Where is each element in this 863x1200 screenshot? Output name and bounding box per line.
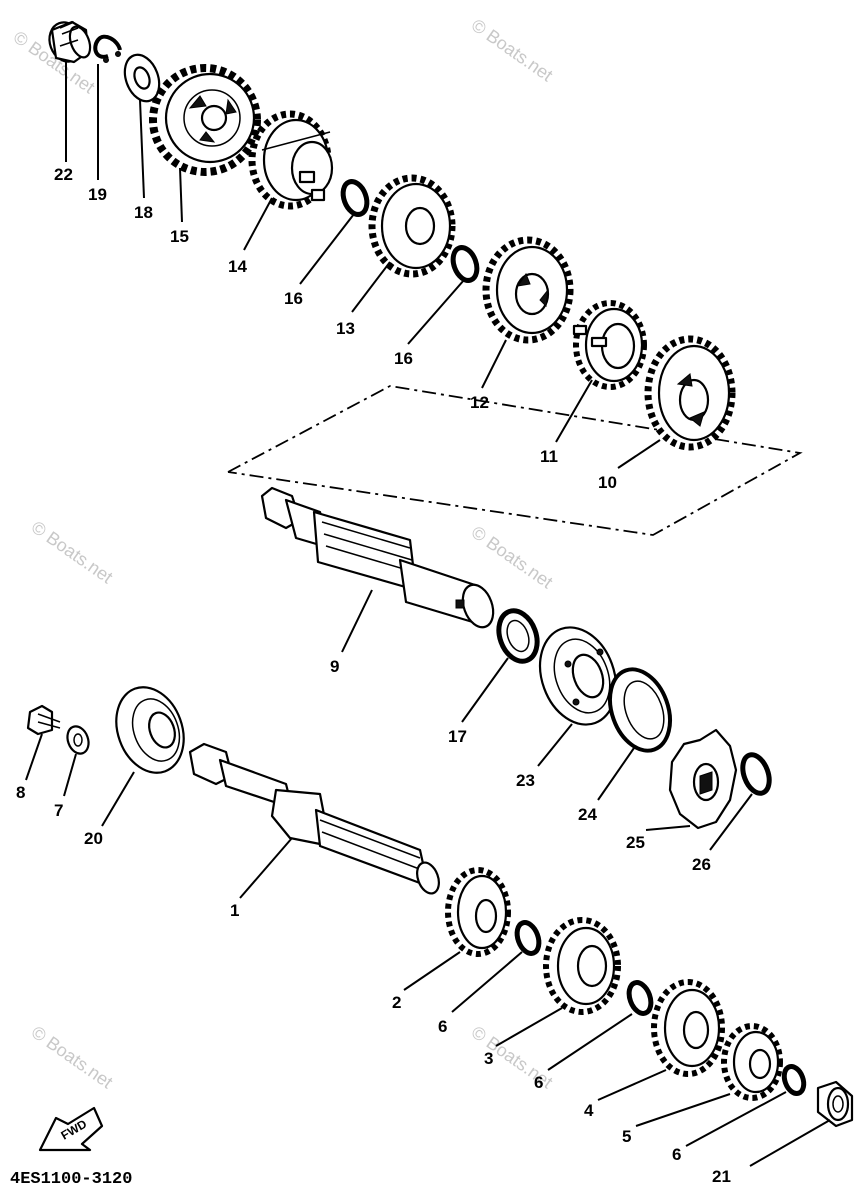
part-label-20[interactable]: 20 <box>84 829 103 848</box>
part-label-8[interactable]: 8 <box>16 783 25 802</box>
part-label-10[interactable]: 10 <box>598 473 617 492</box>
part-label-24[interactable]: 24 <box>578 805 597 824</box>
watermark: © Boats.net <box>28 1022 117 1092</box>
part-label-11[interactable]: 11 <box>540 447 558 466</box>
bolt-8[interactable] <box>26 704 61 736</box>
gear-5[interactable] <box>721 1023 783 1101</box>
diagram-code: 4ES1100-3120 <box>10 1170 132 1189</box>
sprocket-25[interactable] <box>668 728 738 830</box>
part-label-12[interactable]: 12 <box>470 393 489 412</box>
gear-2[interactable] <box>445 867 511 957</box>
gear-13[interactable] <box>368 174 456 278</box>
part-label-23[interactable]: 23 <box>516 771 535 790</box>
circlip-16-middle[interactable] <box>449 244 481 283</box>
part-label-15[interactable]: 15 <box>170 227 189 246</box>
gear-3[interactable] <box>543 917 621 1015</box>
circlip-19[interactable] <box>93 34 122 63</box>
circlip-16-upper[interactable] <box>339 178 371 217</box>
washer-17[interactable] <box>492 605 544 666</box>
part-label-6-b[interactable]: 6 <box>534 1073 543 1092</box>
part-label-19[interactable]: 19 <box>88 185 107 204</box>
part-label-6-c[interactable]: 6 <box>672 1145 681 1164</box>
part-label-7[interactable]: 7 <box>54 801 63 820</box>
circlip-6-c[interactable] <box>781 1063 807 1097</box>
alignment-box <box>227 385 803 536</box>
part-label-25[interactable]: 25 <box>626 833 645 852</box>
part-label-17[interactable]: 17 <box>448 727 467 746</box>
part-label-18[interactable]: 18 <box>134 203 153 222</box>
gear-11[interactable] <box>572 300 647 390</box>
leader-lines <box>25 60 831 1167</box>
main-shaft-1[interactable] <box>188 742 443 896</box>
part-label-6-a[interactable]: 6 <box>438 1017 447 1036</box>
oil-seal-24[interactable] <box>599 661 680 759</box>
watermark: © Boats.net <box>468 15 557 85</box>
gear-4[interactable] <box>651 979 725 1077</box>
gear-14[interactable] <box>248 110 334 210</box>
washer-18[interactable] <box>119 50 165 106</box>
bushing-21[interactable] <box>816 1080 854 1128</box>
part-label-9[interactable]: 9 <box>330 657 339 676</box>
part-label-21[interactable]: 21 <box>712 1167 731 1186</box>
part-label-16-upper[interactable]: 16 <box>284 289 303 308</box>
part-label-1[interactable]: 1 <box>230 901 239 920</box>
part-label-13[interactable]: 13 <box>336 319 355 338</box>
bearing-23[interactable] <box>527 617 629 736</box>
part-label-4[interactable]: 4 <box>584 1101 594 1120</box>
watermark: © Boats.net <box>468 522 557 592</box>
gear-12[interactable] <box>482 236 574 344</box>
part-label-16-middle[interactable]: 16 <box>394 349 413 368</box>
part-label-14[interactable]: 14 <box>228 257 247 276</box>
circlip-6-b[interactable] <box>625 980 655 1017</box>
circlip-6-a[interactable] <box>513 920 543 957</box>
part-label-2[interactable]: 2 <box>392 993 401 1012</box>
fwd-arrow-icon: FWD <box>38 1106 104 1152</box>
part-label-3[interactable]: 3 <box>484 1049 493 1068</box>
bearing-20[interactable] <box>105 678 195 783</box>
watermark: © Boats.net <box>28 517 117 587</box>
circlip-26[interactable] <box>738 751 774 797</box>
part-label-22[interactable]: 22 <box>54 165 73 184</box>
washer-7[interactable] <box>64 723 92 756</box>
gear-10[interactable] <box>644 335 736 451</box>
part-label-26[interactable]: 26 <box>692 855 711 874</box>
needle-bearing-22[interactable] <box>44 18 94 67</box>
part-label-5[interactable]: 5 <box>622 1127 631 1146</box>
gear-15[interactable] <box>149 64 261 176</box>
main-axle-9[interactable] <box>260 486 499 631</box>
